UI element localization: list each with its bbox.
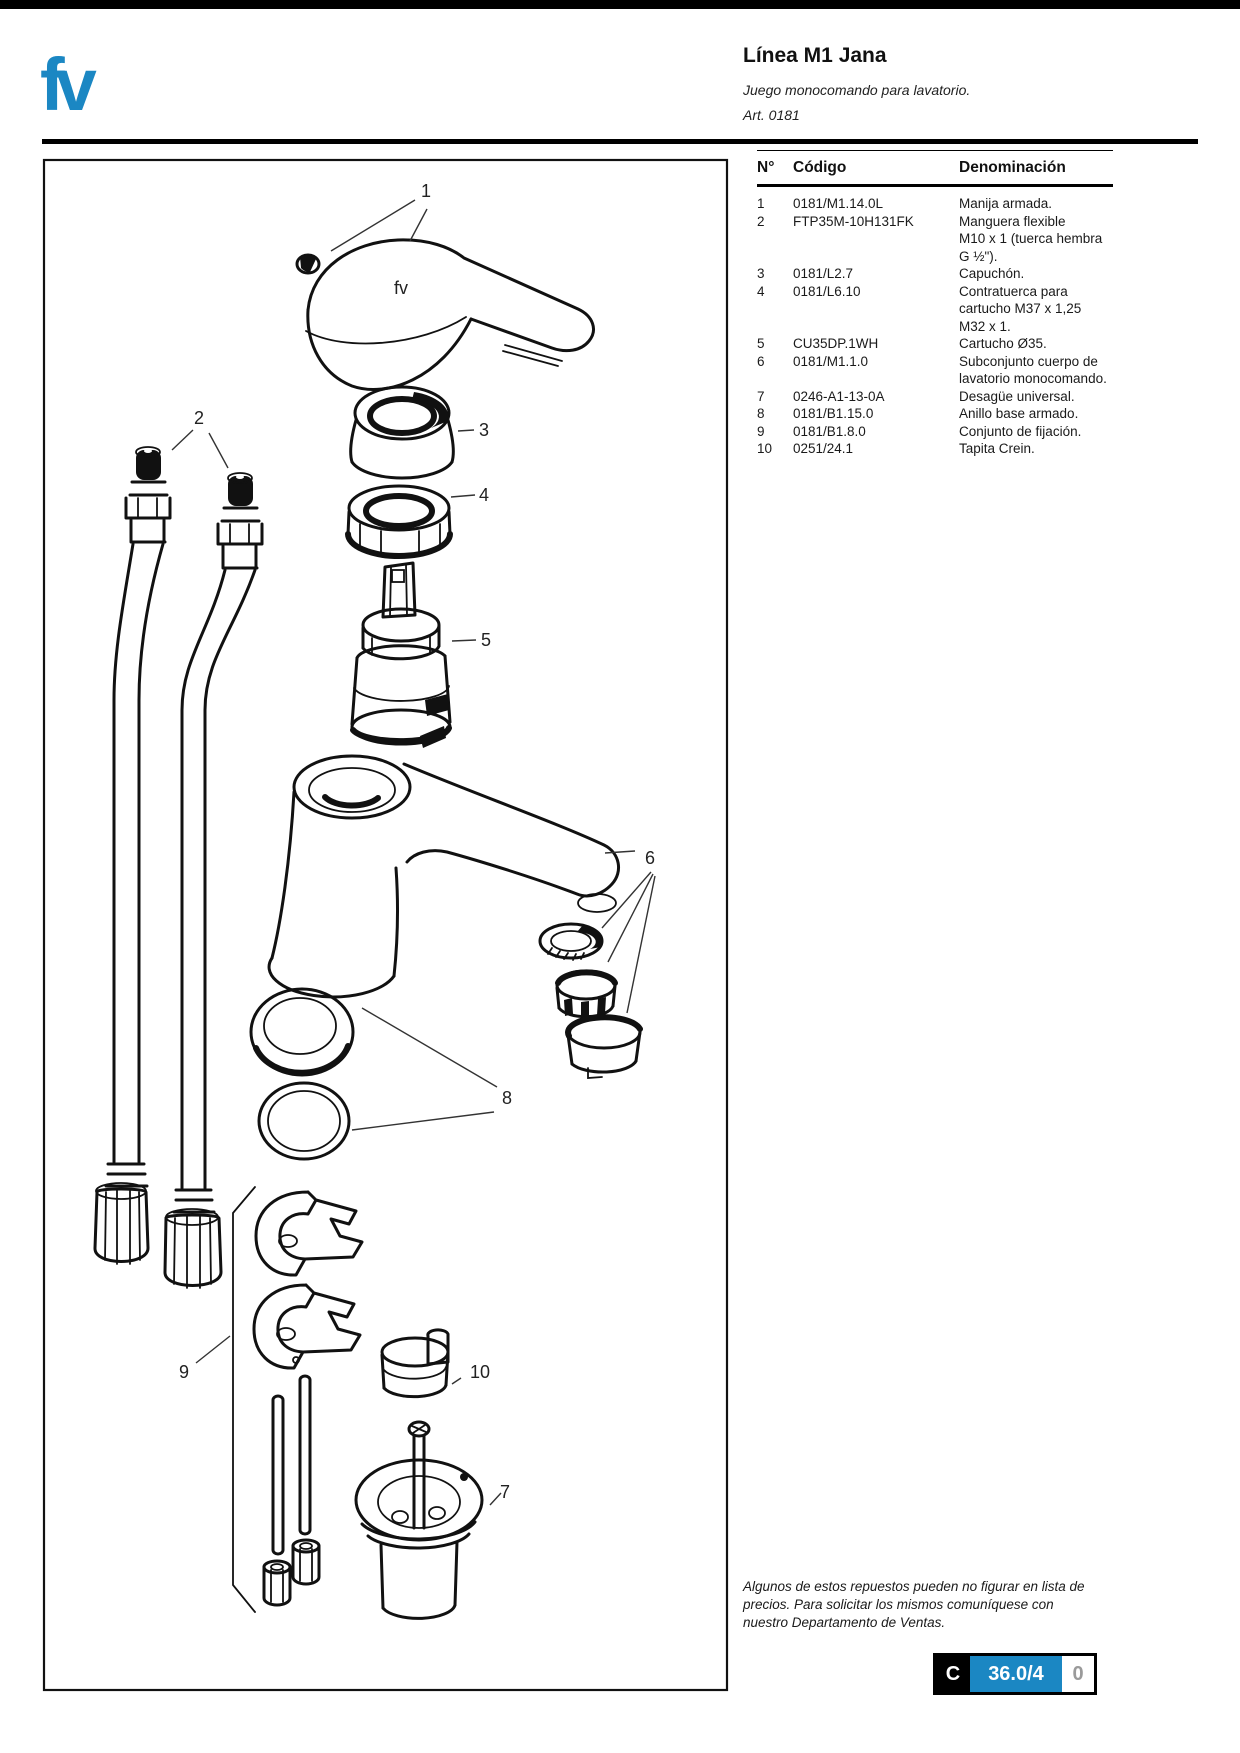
pt-code: 0251/24.1: [793, 441, 854, 456]
pt-name: Desagüe universal.: [959, 388, 1075, 404]
badge-code: 36.0/4: [970, 1656, 1062, 1692]
part-handle: fv: [295, 238, 595, 391]
badge-letter: C: [936, 1656, 970, 1692]
fv-logo: fv: [40, 43, 97, 126]
table-row: 4 0181/L6.10 Contratuerca para cartucho M3…: [757, 283, 1113, 336]
table-row: 5 CU35DP.1WH Cartucho Ø35.: [757, 335, 1113, 353]
col-header-code: Código: [793, 159, 847, 176]
pt-num: 6: [757, 353, 765, 369]
pt-code: 0181/M1.14.0L: [793, 196, 884, 211]
callout-9: 9: [179, 1362, 189, 1382]
pt-code: 0181/B1.15.0: [793, 406, 874, 421]
col-header-num: N°: [757, 159, 775, 176]
part-drain: [354, 1420, 484, 1620]
part-cap-crein: [380, 1328, 450, 1399]
part-hoses: [93, 446, 264, 1289]
pt-name: Cartucho Ø35.: [959, 336, 1047, 351]
part-fixation-set: [232, 1186, 364, 1613]
pt-num: 3: [757, 266, 765, 281]
table-row: 10 0251/24.1 Tapita Crein.: [757, 440, 1113, 458]
part-cap-ring: [349, 385, 455, 480]
col-header-name: Denominación: [959, 159, 1066, 176]
callout-6: 6: [645, 848, 655, 868]
catalog-code-badge: C 36.0/4 0: [933, 1653, 1097, 1695]
article-number: Art. 0181: [743, 107, 800, 123]
pt-code: 0181/L2.7: [793, 266, 854, 281]
pt-code: 0181/M1.1.0: [793, 353, 869, 369]
pt-num: 1: [757, 196, 765, 211]
pt-name: Manguera flexible M10 x 1 (tuerca hembra…: [959, 213, 1103, 264]
badge-revision: 0: [1062, 1656, 1094, 1692]
pt-num: 5: [757, 336, 765, 351]
handle-etch: fv: [394, 278, 408, 298]
callout-8: 8: [502, 1088, 512, 1108]
pt-name: Capuchón.: [959, 266, 1025, 281]
pt-name: Anillo base armado.: [959, 406, 1079, 421]
table-row: 7 0246-A1-13-0A Desagüe universal.: [757, 388, 1113, 406]
part-cartridge: [350, 561, 452, 748]
callout-7: 7: [500, 1482, 510, 1502]
table-row: 8 0181/B1.15.0 Anillo base armado.: [757, 405, 1113, 423]
callout-3: 3: [479, 420, 489, 440]
pt-num: 10: [757, 441, 773, 456]
page-title: Línea M1 Jana: [743, 44, 887, 67]
pt-name: Conjunto de fijación.: [959, 423, 1082, 439]
page-subtitle: Juego monocomando para lavatorio.: [743, 82, 971, 98]
callout-2: 2: [194, 408, 204, 428]
part-locknut: [345, 484, 453, 559]
pt-code: FTP35M-10H131FK: [793, 213, 914, 229]
callout-4: 4: [479, 485, 489, 505]
pt-code: 0181/B1.8.0: [793, 423, 866, 439]
pt-name: Manija armada.: [959, 196, 1053, 211]
pt-num: 8: [757, 406, 765, 421]
title-block: Línea M1 Jana Juego monocomando para lav…: [743, 44, 1163, 123]
parts-table: N° Código Denominación 1 0181/M1.14.0L Man…: [757, 150, 1113, 458]
pt-num: 7: [757, 388, 765, 404]
part-base-rings: [249, 987, 355, 1161]
table-row: 1 0181/M1.14.0L Manija armada.: [757, 195, 1113, 213]
diagram-frame: [42, 158, 729, 1692]
header-divider: [42, 139, 1198, 144]
table-row: 9 0181/B1.8.0 Conjunto de fijación.: [757, 423, 1113, 441]
top-black-bar: [0, 0, 1240, 9]
pt-num: 2: [757, 213, 765, 229]
callout-5: 5: [481, 630, 491, 650]
callout-1: 1: [421, 181, 431, 201]
pt-name: Contratuerca para cartucho M37 x 1,25 M3…: [959, 283, 1082, 334]
callout-leaders: [171, 199, 656, 1506]
exploded-diagram: fv: [42, 158, 730, 1693]
table-row: 2 FTP35M-10H131FK Manguera flexible M10 x …: [757, 213, 1113, 266]
parts-table-rows: 1 0181/M1.14.0L Manija armada. 2 FTP35M-10H1…: [757, 195, 1113, 458]
callout-10: 10: [470, 1362, 490, 1382]
table-row: 6 0181/M1.1.0 Subconjunto cuerpo de lavato…: [757, 353, 1113, 388]
pt-code: 0181/L6.10: [793, 283, 861, 299]
exploded-diagram-svg: fv: [42, 158, 729, 1692]
parts-table-header: N° Código Denominación: [757, 150, 1113, 187]
pt-num: 9: [757, 423, 765, 439]
footer-note: Algunos de estos repuestos pueden no fig…: [743, 1579, 1085, 1630]
pt-num: 4: [757, 283, 765, 299]
pt-code: CU35DP.1WH: [793, 336, 879, 351]
part-body-spout: [267, 754, 643, 1079]
pt-name: Tapita Crein.: [959, 441, 1035, 456]
pt-code: 0246-A1-13-0A: [793, 388, 885, 404]
pt-name: Subconjunto cuerpo de lavatorio monocoma…: [959, 353, 1107, 387]
table-row: 3 0181/L2.7 Capuchón.: [757, 265, 1113, 283]
